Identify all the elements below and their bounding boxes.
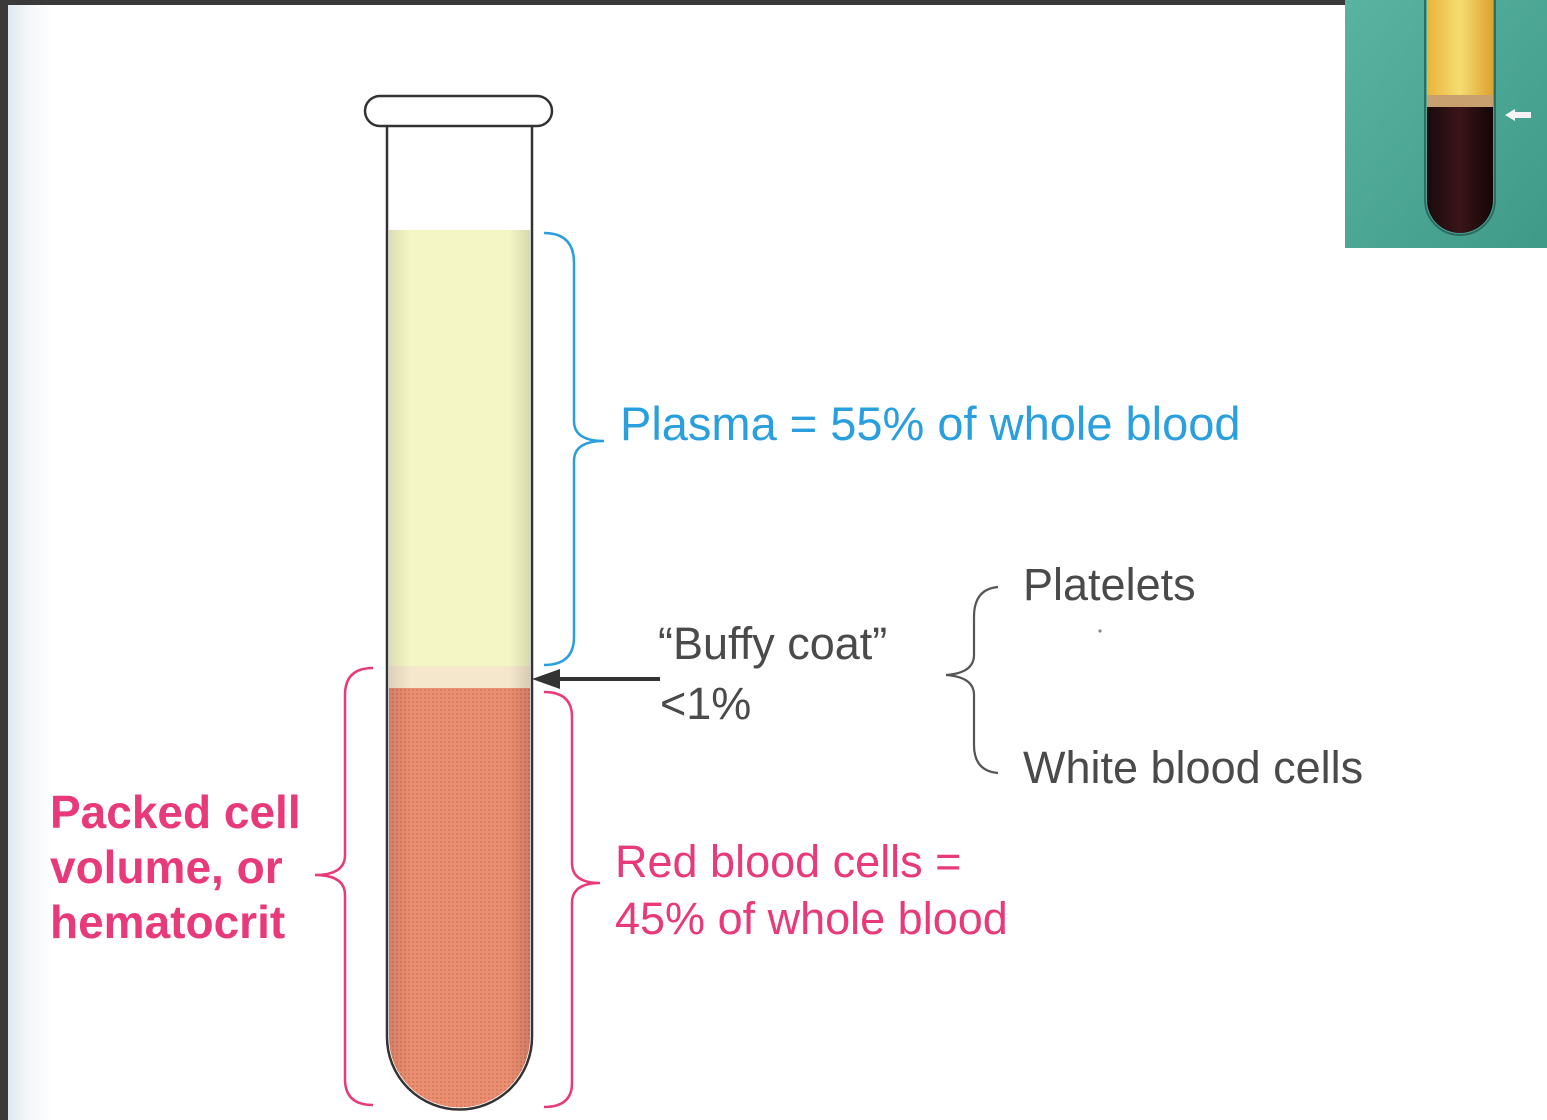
test-tube-illustration xyxy=(8,5,1547,1120)
buffy-components-brace xyxy=(946,587,998,773)
white-blood-cells-label: White blood cells xyxy=(1023,745,1363,790)
speck xyxy=(1098,629,1101,632)
buffy-coat-label: “Buffy coat” xyxy=(658,621,887,666)
hematocrit-line-3: hematocrit xyxy=(50,895,301,950)
hematocrit-line-1: Packed cell xyxy=(50,785,301,840)
centrifuged-tube-photo xyxy=(1345,0,1547,248)
red-blood-cells-line-1: Red blood cells = xyxy=(615,833,1008,890)
red-cells-brace xyxy=(544,692,600,1107)
tube-rim xyxy=(365,96,552,126)
red-blood-cells-line-2: 45% of whole blood xyxy=(615,890,1008,947)
buffy-coat-percent: <1% xyxy=(660,681,751,726)
diagram-canvas: Plasma = 55% of whole blood “Buffy coat”… xyxy=(8,5,1547,1120)
platelets-label: Platelets xyxy=(1023,562,1196,607)
hematocrit-label: Packed cell volume, or hematocrit xyxy=(50,785,301,951)
plasma-label: Plasma = 55% of whole blood xyxy=(620,400,1241,447)
plasma-brace xyxy=(544,233,604,665)
buffy-coat-arrow xyxy=(532,669,660,689)
red-blood-cells-label: Red blood cells = 45% of whole blood xyxy=(615,833,1008,947)
tube-shading xyxy=(389,230,530,1108)
hematocrit-line-2: volume, or xyxy=(50,840,301,895)
hematocrit-brace xyxy=(315,668,373,1105)
photo-graphic xyxy=(1345,0,1547,248)
